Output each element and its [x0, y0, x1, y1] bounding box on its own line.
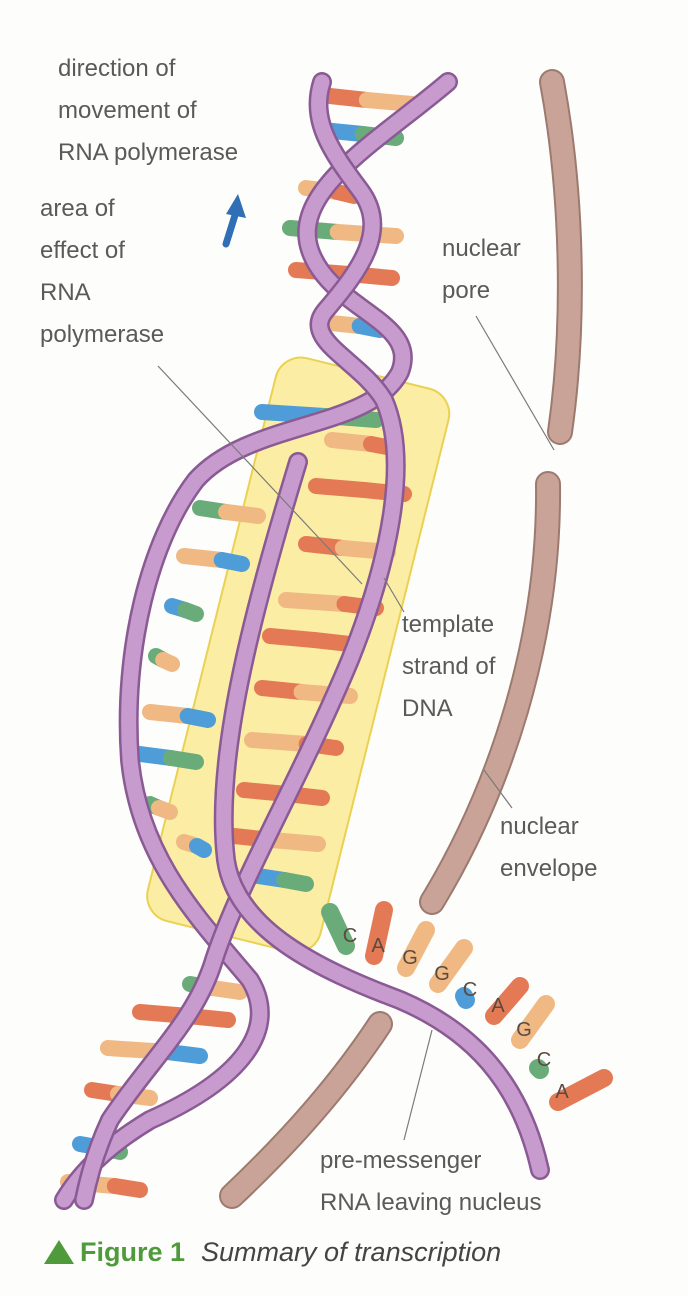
base-pair-right [226, 512, 258, 516]
figure-number: Figure 1 [80, 1237, 185, 1268]
mrna-base-letter: A [371, 935, 385, 957]
leader-pore [476, 316, 554, 450]
mrna-base-letter: G [516, 1019, 532, 1041]
mrna-base-letter: G [434, 963, 450, 985]
base-pair-right [272, 840, 318, 844]
mrna-base-letter: A [555, 1081, 569, 1103]
base-pair-right [314, 640, 350, 644]
caption-triangle-icon [44, 1240, 74, 1264]
leader-mrna [404, 1030, 432, 1140]
mrna-base-letter: C [343, 925, 357, 947]
base-pair-right [171, 758, 196, 762]
figure-caption: Figure 1 Summary of transcription [44, 1230, 501, 1274]
base-pair-right [185, 610, 196, 614]
base-pair-right [222, 560, 242, 564]
base-pair-right [213, 988, 241, 992]
base-pair-right [197, 846, 204, 850]
base-pair-right [188, 716, 208, 720]
arrow-shaft [226, 212, 236, 244]
arrow-head [226, 194, 246, 218]
mrna-base-letter: C [537, 1049, 551, 1071]
mrna-base-letter: C [463, 979, 477, 1001]
base-pair-right [159, 808, 170, 812]
mrna-base-letter: A [491, 995, 505, 1017]
mrna-base-letter: G [402, 947, 418, 969]
base-pair-right [163, 660, 172, 664]
base-pair-right [284, 880, 306, 884]
base-pair-left [286, 600, 345, 604]
direction-arrow-icon [226, 194, 246, 244]
figure-title: Summary of transcription [201, 1237, 501, 1268]
base-pair-left [252, 740, 307, 744]
base-pair-right [115, 1186, 140, 1190]
base-pair-right [367, 100, 412, 104]
